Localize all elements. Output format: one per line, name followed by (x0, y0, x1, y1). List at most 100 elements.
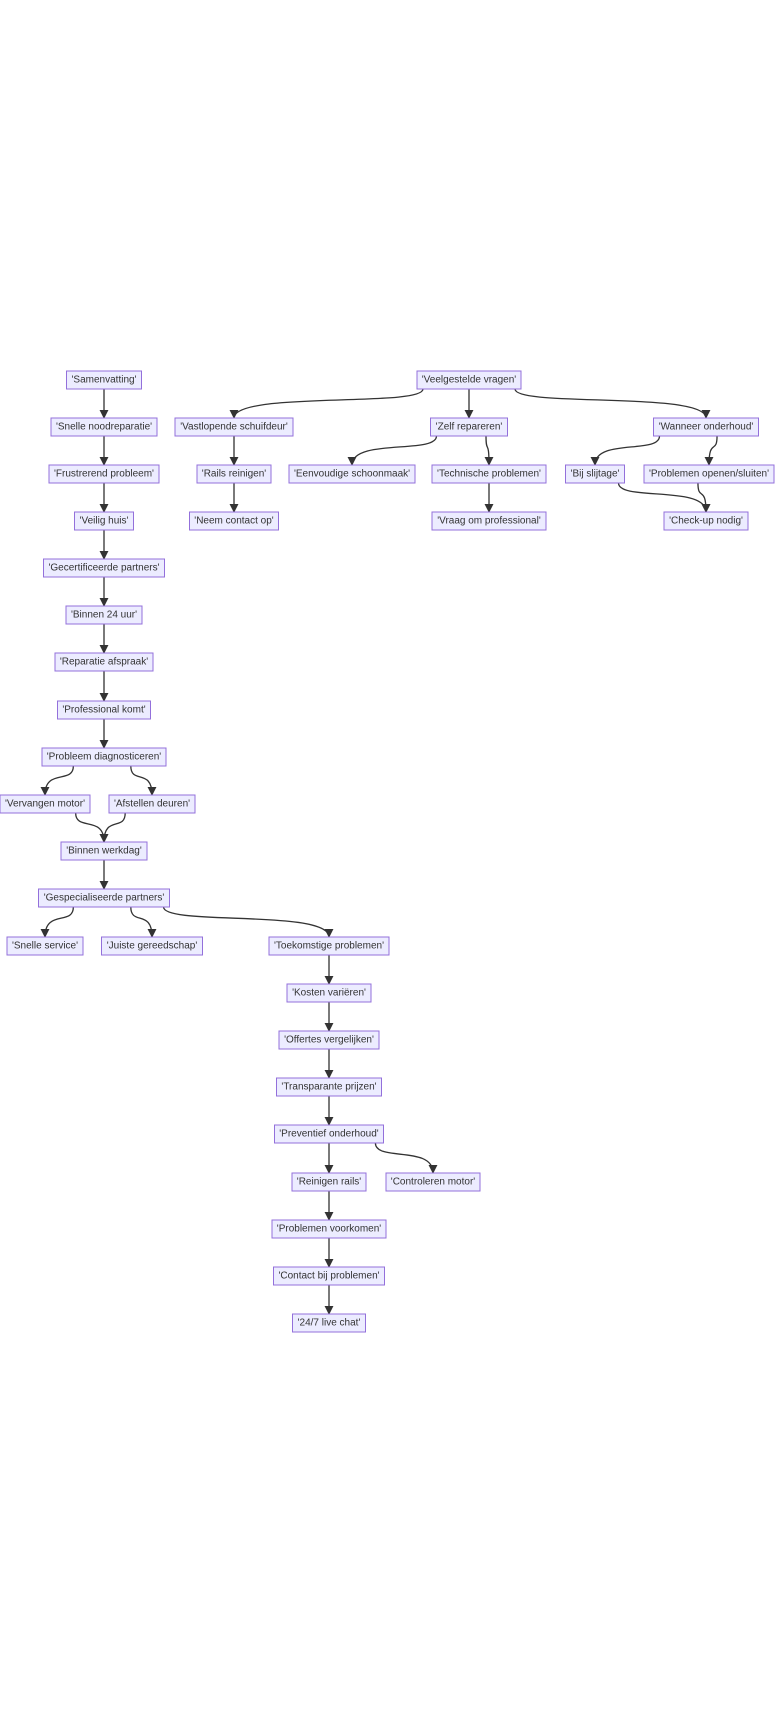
node-box (291, 1172, 367, 1192)
node-box (268, 936, 390, 956)
node-rails-reinigen: 'Rails reinigen' (196, 464, 272, 484)
node-label: 'Problemen voorkomen' (277, 1224, 382, 1235)
node-frustrerend-probleem: 'Frustrerend probleem' (48, 464, 160, 484)
node-label: 'Vraag om professional' (437, 516, 541, 527)
node-kosten-varieren: 'Kosten variëren' (286, 983, 372, 1003)
node-label: 'Veelgestelde vragen' (422, 375, 517, 386)
node-label: 'Check-up nodig' (669, 516, 743, 527)
node-box (278, 1030, 380, 1050)
edge-veelgestelde-vragen-to-vastlopende-schuifdeur (229, 388, 424, 419)
node-preventief-onderhoud: 'Preventief onderhoud' (274, 1124, 384, 1144)
node-transparante-prijzen: 'Transparante prijzen' (276, 1077, 382, 1097)
node-eenvoudige-schoonmaak: 'Eenvoudige schoonmaak' (288, 464, 416, 484)
node-reinigen-rails: 'Reinigen rails' (291, 1172, 367, 1192)
node-box (0, 794, 91, 814)
node-label: 'Vastlopende schuifdeur' (180, 422, 288, 433)
node-box (431, 464, 547, 484)
node-label: 'Snelle service' (12, 941, 78, 952)
node-label: 'Toekomstige problemen' (274, 941, 384, 952)
node-binnen-24-uur: 'Binnen 24 uur' (65, 605, 143, 625)
node-gespecialiseerde-partners: 'Gespecialiseerde partners' (38, 888, 170, 908)
node-box (276, 1077, 382, 1097)
node-label: 'Controleren motor' (391, 1177, 476, 1188)
node-box (66, 370, 142, 390)
node-box (286, 983, 372, 1003)
node-label: 'Problemen openen/sluiten' (649, 469, 769, 480)
node-problemen-openen-sluiten: 'Problemen openen/sluiten' (643, 464, 775, 484)
node-box (292, 1313, 366, 1333)
node-snelle-service: 'Snelle service' (6, 936, 84, 956)
node-box (430, 417, 508, 437)
node-box (643, 464, 775, 484)
node-binnen-werkdag: 'Binnen werkdag' (60, 841, 148, 861)
edge-gespecialiseerde-partners-to-toekomstige-problemen (162, 906, 334, 938)
node-vraag-om-professional: 'Vraag om professional' (431, 511, 547, 531)
node-veilig-huis: 'Veilig huis' (74, 511, 134, 531)
node-label: 'Transparante prijzen' (281, 1082, 376, 1093)
node-label: 'Frustrerend probleem' (54, 469, 154, 480)
edge-layer (40, 388, 718, 1315)
node-label: 'Professional komt' (62, 705, 145, 716)
node-box (663, 511, 749, 531)
node-box (6, 936, 84, 956)
edge-probleem-diagnosticeren-to-afstellen-deuren (130, 765, 157, 796)
node-layer: 'Samenvatting''Snelle noodreparatie''Fru… (0, 370, 775, 1333)
node-label: 'Zelf repareren' (436, 422, 503, 433)
node-label: 'Afstellen deuren' (114, 799, 190, 810)
node-box (48, 464, 160, 484)
node-label: 'Vervangen motor' (5, 799, 85, 810)
node-label: 'Juiste gereedschap' (107, 941, 198, 952)
node-afstellen-deuren: 'Afstellen deuren' (108, 794, 196, 814)
edge-vervangen-motor-to-binnen-werkdag (75, 812, 109, 843)
node-box (274, 1124, 384, 1144)
node-label: 'Wanneer onderhoud' (659, 422, 754, 433)
node-box (196, 464, 272, 484)
edge-zelf-repareren-to-eenvoudige-schoonmaak (347, 435, 438, 466)
edge-zelf-repareren-to-technische-problemen (484, 435, 494, 466)
node-label: 'Technische problemen' (437, 469, 541, 480)
node-label: 'Neem contact op' (194, 516, 274, 527)
node-label: 'Binnen 24 uur' (71, 610, 137, 621)
node-label: 'Kosten variëren' (292, 988, 366, 999)
node-controleren-motor: 'Controleren motor' (385, 1172, 481, 1192)
node-box (385, 1172, 481, 1192)
node-box (108, 794, 196, 814)
node-box (174, 417, 294, 437)
node-technische-problemen: 'Technische problemen' (431, 464, 547, 484)
node-box (288, 464, 416, 484)
node-neem-contact-op: 'Neem contact op' (189, 511, 279, 531)
node-veelgestelde-vragen: 'Veelgestelde vragen' (416, 370, 522, 390)
node-bij-slijtage: 'Bij slijtage' (565, 464, 625, 484)
node-wanneer-onderhoud: 'Wanneer onderhoud' (653, 417, 759, 437)
node-box (54, 652, 154, 672)
node-box (565, 464, 625, 484)
edge-afstellen-deuren-to-binnen-werkdag (99, 812, 126, 843)
node-label: 'Snelle noodreparatie' (56, 422, 152, 433)
node-box (74, 511, 134, 531)
node-label: '24/7 live chat' (298, 1318, 361, 1329)
node-label: 'Eenvoudige schoonmaak' (294, 469, 410, 480)
node-contact-bij-problemen: 'Contact bij problemen' (273, 1266, 385, 1286)
edge-wanneer-onderhoud-to-bij-slijtage (590, 435, 661, 466)
node-problemen-voorkomen: 'Problemen voorkomen' (271, 1219, 387, 1239)
node-box (38, 888, 170, 908)
node-live-chat: '24/7 live chat' (292, 1313, 366, 1333)
edge-bij-slijtage-to-check-up-nodig (617, 482, 711, 513)
node-box (271, 1219, 387, 1239)
node-label: 'Rails reinigen' (202, 469, 266, 480)
node-label: 'Offertes vergelijken' (284, 1035, 374, 1046)
node-zelf-repareren: 'Zelf repareren' (430, 417, 508, 437)
node-label: 'Veilig huis' (80, 516, 129, 527)
node-box (273, 1266, 385, 1286)
node-vervangen-motor: 'Vervangen motor' (0, 794, 91, 814)
node-label: 'Reinigen rails' (297, 1177, 361, 1188)
node-probleem-diagnosticeren: 'Probleem diagnosticeren' (41, 747, 167, 767)
node-check-up-nodig: 'Check-up nodig' (663, 511, 749, 531)
node-label: 'Binnen werkdag' (66, 846, 142, 857)
node-vastlopende-schuifdeur: 'Vastlopende schuifdeur' (174, 417, 294, 437)
node-box (653, 417, 759, 437)
node-label: 'Preventief onderhoud' (279, 1129, 379, 1140)
node-box (189, 511, 279, 531)
node-toekomstige-problemen: 'Toekomstige problemen' (268, 936, 390, 956)
